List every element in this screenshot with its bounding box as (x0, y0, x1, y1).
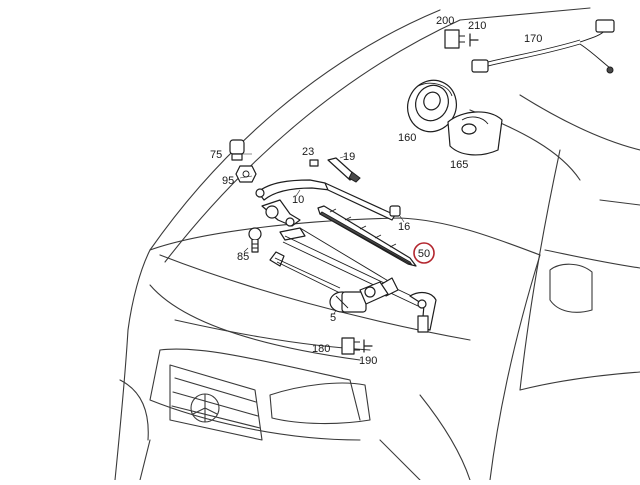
highlight-circle (413, 242, 435, 264)
part-95-nut[interactable] (235, 165, 257, 183)
part-160-speaker[interactable] (399, 72, 464, 139)
part-5-wiper-motor[interactable] (329, 281, 389, 313)
label-5: 5 (330, 312, 336, 324)
label-85: 85 (237, 251, 249, 263)
part-19-insert[interactable] (327, 157, 361, 183)
label-95: 95 (222, 175, 234, 187)
label-165: 165 (450, 159, 468, 171)
part-170-cable[interactable] (471, 19, 615, 74)
label-200: 200 (436, 15, 454, 27)
part-190-clip[interactable] (363, 339, 373, 353)
part-75-cap[interactable] (229, 139, 245, 161)
label-19: 19 (343, 151, 355, 163)
part-labels: 200 210 170 160 165 75 95 23 19 10 16 85… (210, 15, 542, 367)
label-23: 23 (302, 146, 314, 158)
part-180-clip[interactable] (341, 337, 360, 355)
label-180: 180 (312, 343, 330, 355)
label-16: 16 (398, 221, 410, 233)
wiper-linkage[interactable] (261, 199, 437, 333)
part-16-cap[interactable] (389, 205, 401, 217)
label-210: 210 (468, 20, 486, 32)
leader-lines (232, 153, 405, 315)
highlight-part-50[interactable]: 50 (413, 242, 435, 264)
label-190: 190 (359, 355, 377, 367)
part-85-bolt[interactable] (248, 227, 262, 253)
part-165-bracket[interactable] (447, 111, 503, 156)
label-75: 75 (210, 149, 222, 161)
part-23-clip[interactable] (309, 159, 319, 167)
part-210-clip[interactable] (469, 33, 479, 47)
label-160: 160 (398, 132, 416, 144)
label-170: 170 (524, 33, 542, 45)
part-50-wiper-blade[interactable] (317, 205, 417, 267)
part-200-clip[interactable] (444, 29, 465, 49)
label-10: 10 (292, 194, 304, 206)
label-50: 50 (418, 248, 430, 260)
part-10-wiper-arm[interactable] (255, 179, 396, 221)
